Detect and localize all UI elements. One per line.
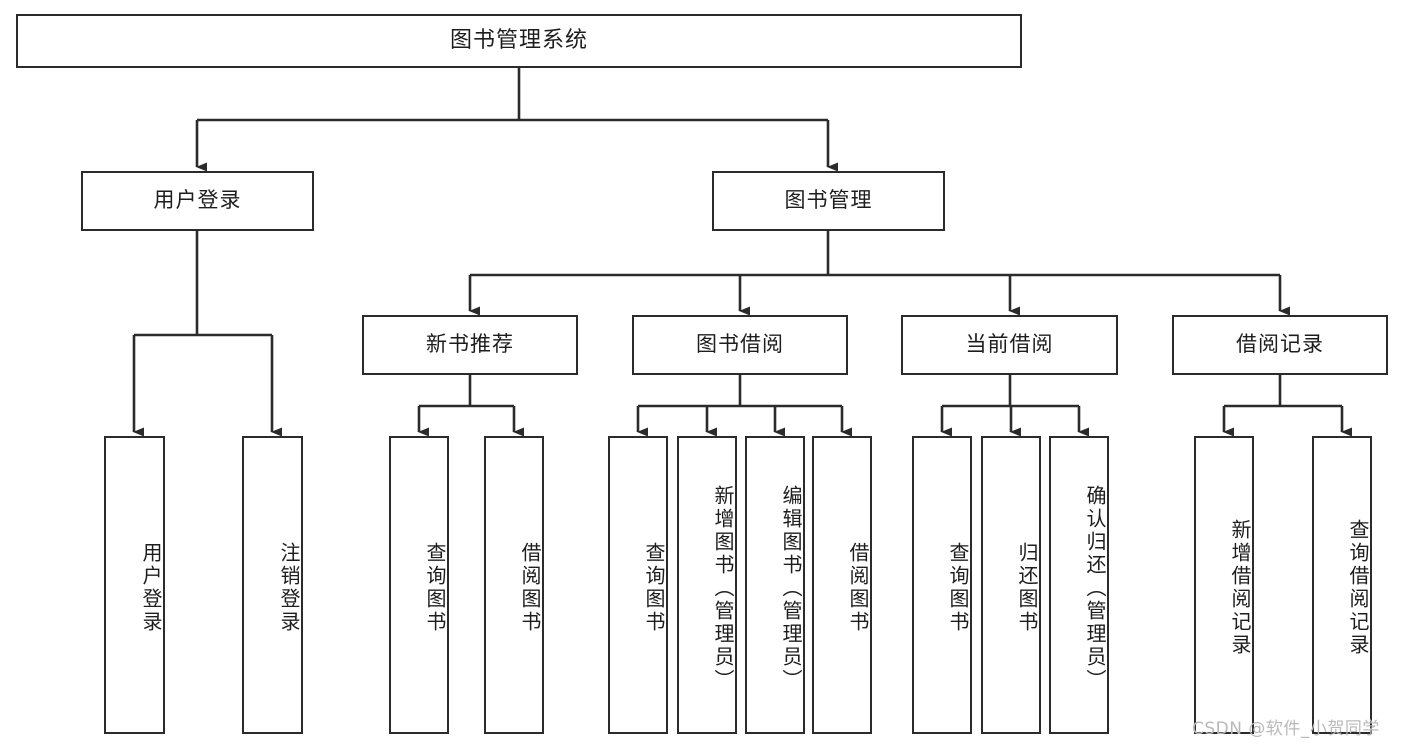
leaf-record-query-record[interactable]: 查询借阅记录	[1312, 436, 1372, 734]
node-book-management[interactable]: 图书管理	[712, 171, 945, 231]
node-label: 查询图书	[642, 542, 666, 634]
node-label: 编辑图书（管理员）	[779, 484, 803, 692]
node-label: 借阅图书	[518, 542, 542, 634]
node-new-book-recommend[interactable]: 新书推荐	[362, 315, 578, 375]
node-label: 借阅记录	[1236, 332, 1324, 357]
node-label: 图书管理	[784, 188, 873, 213]
node-label: 新书推荐	[426, 332, 514, 357]
node-label: 用户登录	[139, 542, 163, 634]
csdn-watermark: CSDN @软件_小贺同学	[1192, 719, 1380, 739]
node-label: 新增图书（管理员）	[711, 484, 735, 692]
node-label: 新增借阅记录	[1228, 519, 1252, 657]
node-label: 用户登录	[153, 188, 242, 213]
leaf-borrow-edit-book-admin[interactable]: 编辑图书（管理员）	[745, 436, 805, 734]
node-label: 确认归还（管理员）	[1083, 484, 1107, 692]
leaf-recommend-query-book[interactable]: 查询图书	[389, 436, 449, 734]
leaf-borrow-add-book-admin[interactable]: 新增图书（管理员）	[677, 436, 737, 734]
leaf-recommend-borrow-book[interactable]: 借阅图书	[484, 436, 544, 734]
leaf-current-query-book[interactable]: 查询图书	[912, 436, 972, 734]
node-label: 当前借阅	[965, 332, 1054, 357]
node-label: 借阅图书	[846, 542, 870, 634]
leaf-current-return-book[interactable]: 归还图书	[981, 436, 1041, 734]
node-label: 图书管理系统	[449, 27, 588, 53]
node-current-borrow[interactable]: 当前借阅	[901, 315, 1118, 375]
node-book-borrow[interactable]: 图书借阅	[632, 315, 848, 375]
node-label: 注销登录	[277, 542, 301, 634]
leaf-current-confirm-return-admin[interactable]: 确认归还（管理员）	[1049, 436, 1109, 734]
node-root-system[interactable]: 图书管理系统	[16, 14, 1022, 68]
leaf-user-login-logout[interactable]: 注销登录	[242, 436, 303, 734]
leaf-record-add-record[interactable]: 新增借阅记录	[1194, 436, 1254, 734]
leaf-borrow-query-book[interactable]: 查询图书	[608, 436, 668, 734]
node-borrow-record[interactable]: 借阅记录	[1172, 315, 1388, 375]
leaf-user-login-login[interactable]: 用户登录	[104, 436, 165, 734]
node-user-login[interactable]: 用户登录	[81, 171, 314, 231]
node-label: 查询图书	[946, 542, 970, 634]
node-label: 查询图书	[423, 542, 447, 634]
leaf-borrow-borrow-book[interactable]: 借阅图书	[812, 436, 872, 734]
node-label: 图书借阅	[696, 332, 784, 357]
node-label: 归还图书	[1015, 542, 1039, 634]
node-label: 查询借阅记录	[1346, 519, 1370, 657]
